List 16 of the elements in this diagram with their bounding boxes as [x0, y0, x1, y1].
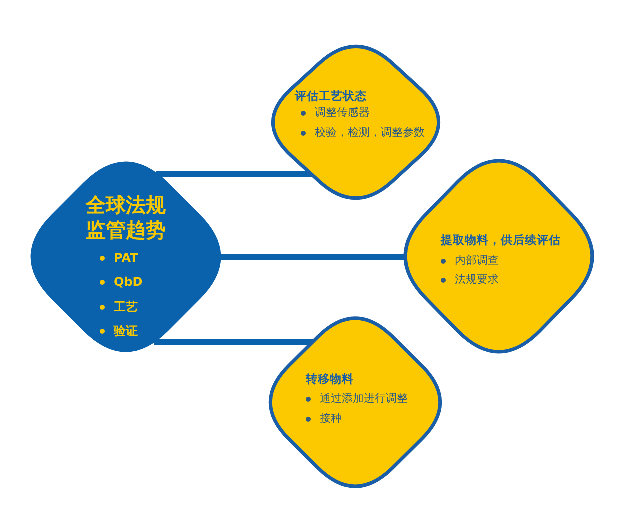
heading: 全球法规监管趋势	[84, 193, 167, 243]
bullet-item: PAT	[98, 251, 138, 266]
connector-line	[154, 339, 314, 345]
connector-line	[156, 171, 312, 177]
bullet-item: 校验，检测，调整参数	[299, 126, 425, 140]
heading: 转移物料	[306, 373, 354, 387]
bullet-item: QbD	[98, 275, 143, 290]
bullet-item: 通过添加进行调整	[304, 392, 408, 406]
heading: 提取物料，供后续评估	[441, 234, 561, 248]
bullet-item: 法规要求	[439, 273, 499, 286]
bullet-item: 验证	[98, 324, 138, 338]
heading: 评估工艺状态	[295, 90, 367, 104]
bullet-item: 接种	[304, 412, 342, 426]
bullet-item: 工艺	[98, 300, 138, 314]
bullet-item: 调整传感器	[299, 106, 370, 120]
bullet-item: 内部调查	[439, 254, 499, 268]
